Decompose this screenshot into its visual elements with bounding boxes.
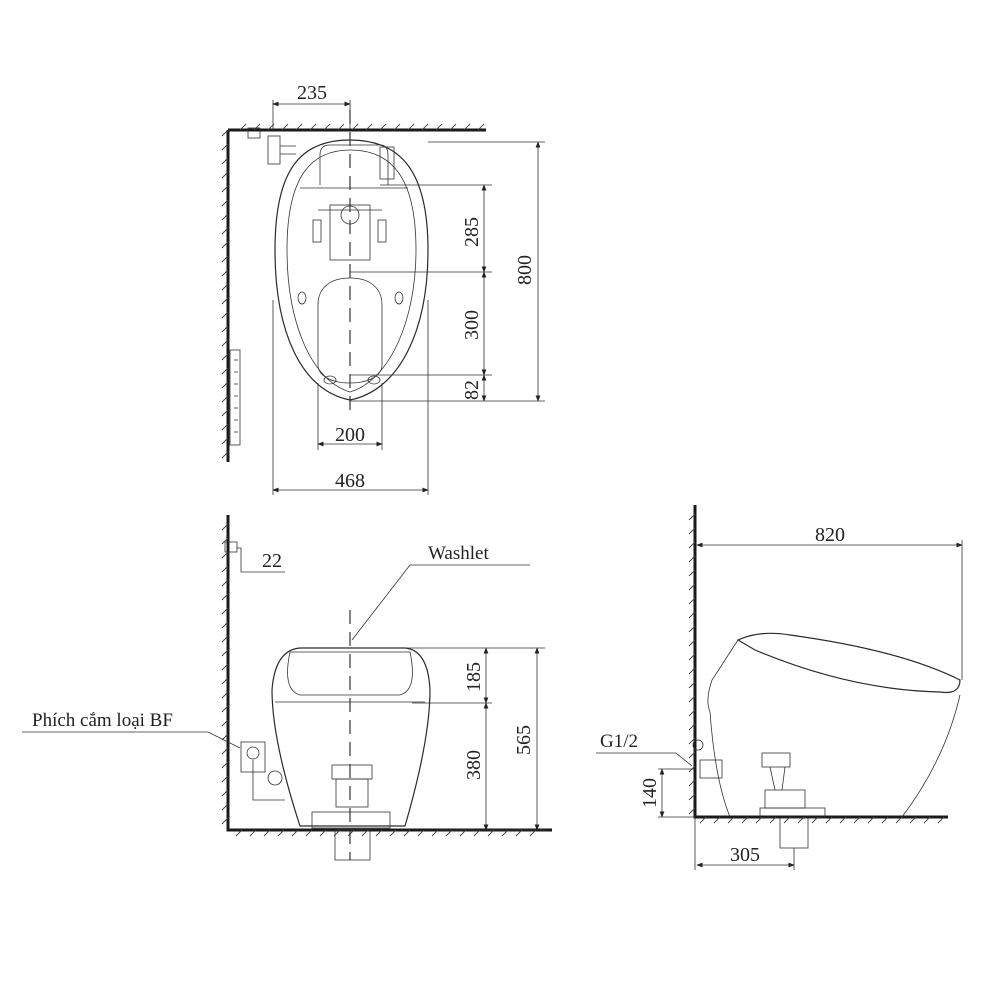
- dim-305: 305: [730, 844, 760, 866]
- dim-468: 468: [335, 470, 365, 492]
- label-plug: Phích cắm loại BF: [32, 710, 173, 731]
- dim-22: 22: [262, 550, 282, 572]
- dim-380: 380: [463, 750, 485, 780]
- dim-200: 200: [335, 424, 365, 446]
- dim-185: 185: [463, 662, 485, 692]
- top-view: 235 285 300 82 800 200 468: [221, 82, 545, 495]
- side-view: 820 140 305 G1/2: [596, 505, 963, 870]
- label-g12: G1/2: [600, 731, 638, 752]
- dim-285: 285: [461, 217, 483, 247]
- dim-300: 300: [461, 310, 483, 340]
- dim-82: 82: [461, 380, 483, 400]
- dim-800: 800: [514, 255, 536, 285]
- dim-820: 820: [815, 524, 845, 546]
- dim-565: 565: [513, 725, 535, 755]
- dim-235: 235: [297, 82, 327, 104]
- front-view: 22 185 380 565 Washlet Phích cắm loại BF: [22, 515, 552, 861]
- label-washlet: Washlet: [428, 543, 489, 564]
- dim-140: 140: [639, 778, 661, 808]
